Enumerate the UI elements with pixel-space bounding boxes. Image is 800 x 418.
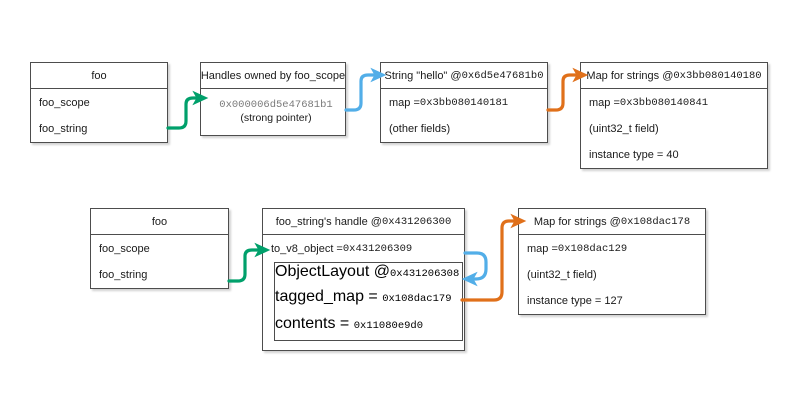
top-map-row-uint: (uint32_t field) xyxy=(589,123,659,135)
arrow-tov8-to-objectlayout xyxy=(461,251,488,287)
bottom-map-map-label: map = xyxy=(527,242,558,255)
object-layout-tagged-map-label: tagged_map = xyxy=(275,288,383,305)
object-layout-header: ObjectLayout @0x431206308 xyxy=(275,263,462,288)
bottom-handle-tov8-label: to_v8_object = xyxy=(271,243,343,255)
top-handles-header: Handles owned by foo_scope xyxy=(201,63,345,89)
top-foo-row-foo-string: foo_string xyxy=(39,123,88,135)
bottom-map-map-value: 0x108dac129 xyxy=(557,242,628,255)
object-layout-contents-label: contents = xyxy=(275,315,354,332)
bottom-map-header: Map for strings @0x108dac178 xyxy=(519,209,705,235)
arrow-foo-string-to-handle xyxy=(227,242,271,283)
top-string-header-label: String "hello" @ xyxy=(384,69,462,82)
bottom-handle-tov8-value: 0x431206309 xyxy=(342,243,413,255)
top-map-header: Map for strings @0x3bb080140180 xyxy=(581,63,767,89)
top-map-row-instance-type: instance type = 40 xyxy=(589,149,679,161)
bottom-handle-header-address: 0x431206300 xyxy=(381,215,452,228)
bottom-foo-box: foo foo_scope foo_string xyxy=(90,208,229,289)
arrow-foo-string-to-handles xyxy=(166,90,209,130)
bottom-handle-header-label: foo_string's handle @ xyxy=(275,215,382,228)
top-map-box: Map for strings @0x3bb080140180 map = 0x… xyxy=(580,62,768,169)
top-map-map-label: map = xyxy=(589,96,620,109)
top-string-box: String "hello" @0x6d5e47681b0 map = 0x3b… xyxy=(380,62,548,143)
top-string-header: String "hello" @0x6d5e47681b0 xyxy=(381,63,547,89)
arrow-string-map-to-map xyxy=(546,67,589,112)
arrow-handles-to-string xyxy=(344,67,387,112)
bottom-map-header-address: 0x108dac178 xyxy=(620,215,691,228)
top-foo-row-foo-scope: foo_scope xyxy=(39,96,90,109)
top-map-row-map: map = 0x3bb080140841 xyxy=(581,89,767,116)
top-handles-value-row: 0x000006d5e47681b1 (strong pointer) xyxy=(201,89,345,135)
top-foo-box: foo foo_scope foo_string xyxy=(30,62,168,143)
object-layout-contents-value: 0x11080e9d0 xyxy=(353,320,424,332)
bottom-foo-header: foo xyxy=(91,209,228,235)
top-handles-box: Handles owned by foo_scope 0x000006d5e47… xyxy=(200,62,346,136)
object-layout-box: ObjectLayout @0x431206308 tagged_map = 0… xyxy=(274,262,463,341)
top-string-header-address: 0x6d5e47681b0 xyxy=(461,69,544,82)
top-string-row-other: (other fields) xyxy=(389,123,451,135)
top-string-map-label: map = xyxy=(389,96,420,109)
bottom-map-row-instance-type: instance type = 127 xyxy=(527,295,623,307)
top-string-row-map: map = 0x3bb080140181 xyxy=(381,89,547,116)
object-layout-header-address: 0x431206308 xyxy=(389,268,460,280)
top-string-map-value: 0x3bb080140181 xyxy=(419,96,509,109)
top-handles-address: 0x000006d5e47681b1 xyxy=(219,98,333,111)
bottom-map-row-map: map = 0x108dac129 xyxy=(519,235,705,262)
bottom-handle-header: foo_string's handle @0x431206300 xyxy=(263,209,464,235)
object-layout-row-tagged-map: tagged_map = 0x108dac179 xyxy=(275,288,462,315)
top-map-header-label: Map for strings @ xyxy=(586,69,674,82)
bottom-map-row-uint: (uint32_t field) xyxy=(527,269,597,281)
bottom-handle-row-tov8: to_v8_object = 0x431206309 xyxy=(263,235,464,263)
object-layout-row-contents: contents = 0x11080e9d0 xyxy=(275,315,462,340)
top-handles-note: (strong pointer) xyxy=(240,112,312,124)
arrow-tagged-map-to-map xyxy=(460,213,527,302)
bottom-map-box: Map for strings @0x108dac178 map = 0x108… xyxy=(518,208,706,315)
bottom-map-header-label: Map for strings @ xyxy=(533,215,621,228)
top-foo-header: foo xyxy=(31,63,167,89)
top-map-map-value: 0x3bb080140841 xyxy=(619,96,709,109)
bottom-foo-row-foo-scope: foo_scope xyxy=(99,242,150,255)
top-map-header-address: 0x3bb080140180 xyxy=(673,69,762,82)
bottom-foo-row-foo-string: foo_string xyxy=(99,269,148,281)
object-layout-tagged-map-value: 0x108dac179 xyxy=(382,293,452,305)
object-layout-header-label: ObjectLayout @ xyxy=(275,263,390,280)
